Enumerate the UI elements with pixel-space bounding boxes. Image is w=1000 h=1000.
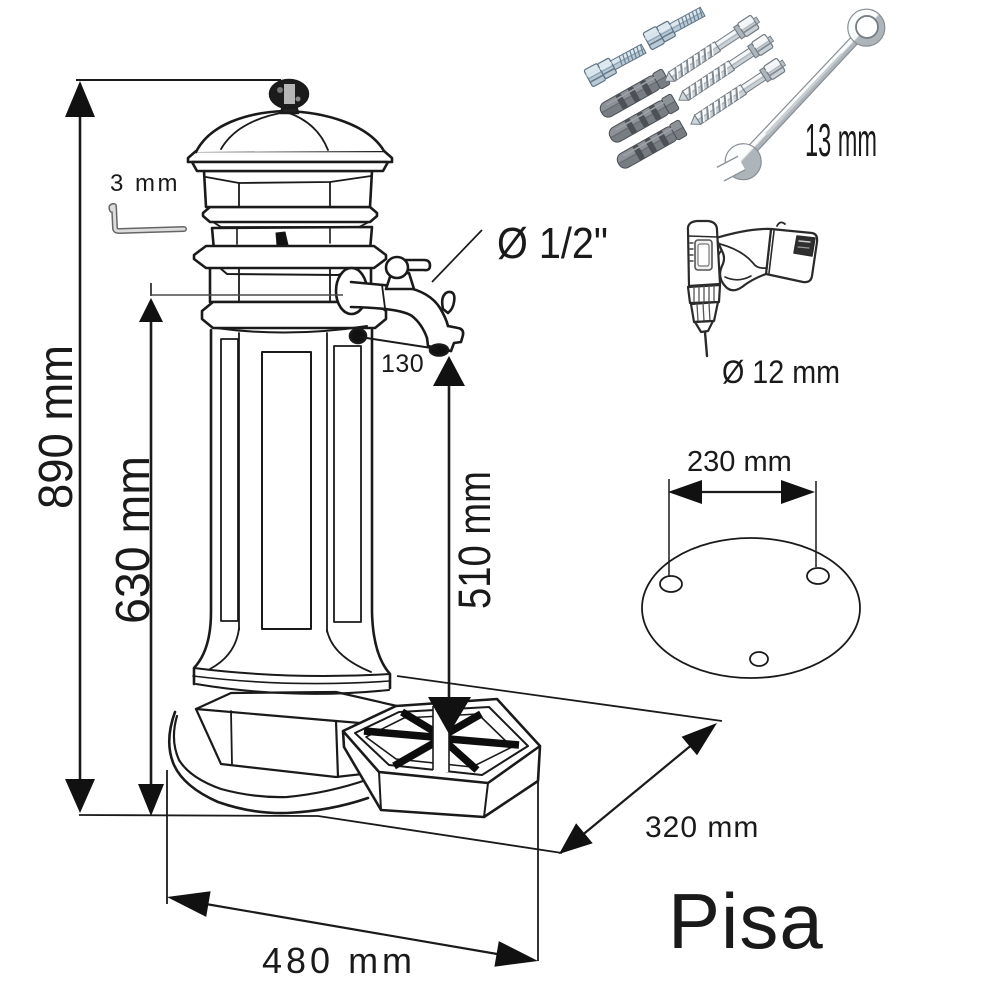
svg-text:480 mm: 480 mm xyxy=(262,940,416,981)
svg-text:Ø 12 mm: Ø 12 mm xyxy=(722,354,840,390)
svg-text:230 mm: 230 mm xyxy=(687,446,792,478)
svg-text:510 mm: 510 mm xyxy=(449,471,500,609)
svg-text:Ø 1/2": Ø 1/2" xyxy=(497,219,608,268)
svg-text:630 mm: 630 mm xyxy=(107,456,160,624)
svg-text:890 mm: 890 mm xyxy=(30,345,83,509)
svg-text:130: 130 xyxy=(381,350,424,378)
svg-text:320 mm: 320 mm xyxy=(645,811,759,844)
svg-text:Pisa: Pisa xyxy=(668,877,824,965)
svg-text:13 mm: 13 mm xyxy=(805,114,877,166)
svg-text:3 mm: 3 mm xyxy=(110,170,180,197)
